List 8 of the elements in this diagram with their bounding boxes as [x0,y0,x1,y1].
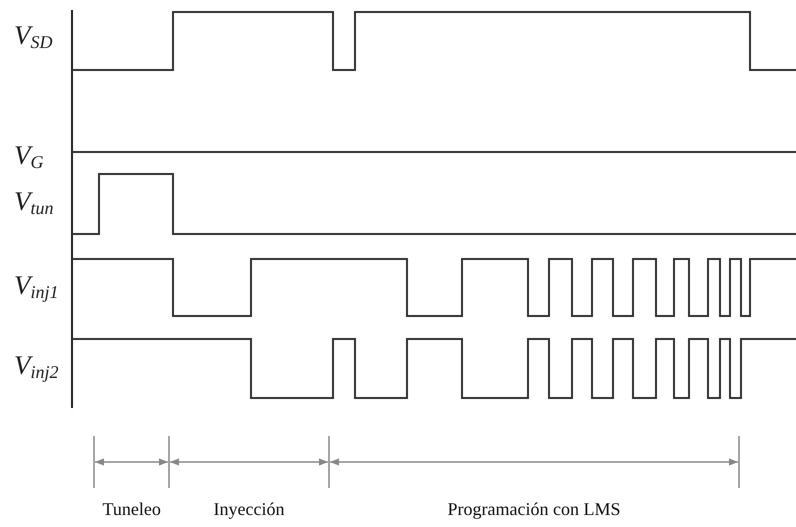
phase-label: Inyección [214,498,284,520]
signal-label: V$_{inj1}$ [14,270,59,304]
phase-label: Tuneleo [102,498,161,520]
signal-label: V$_{tun}$ [14,186,54,220]
signal-label: V$_{inj2}$ [14,350,59,384]
phase-label: Programación con LMS [448,498,620,520]
signal-label: V$_{G}$ [14,140,44,174]
signal-label: V$_{SD}$ [14,20,52,54]
